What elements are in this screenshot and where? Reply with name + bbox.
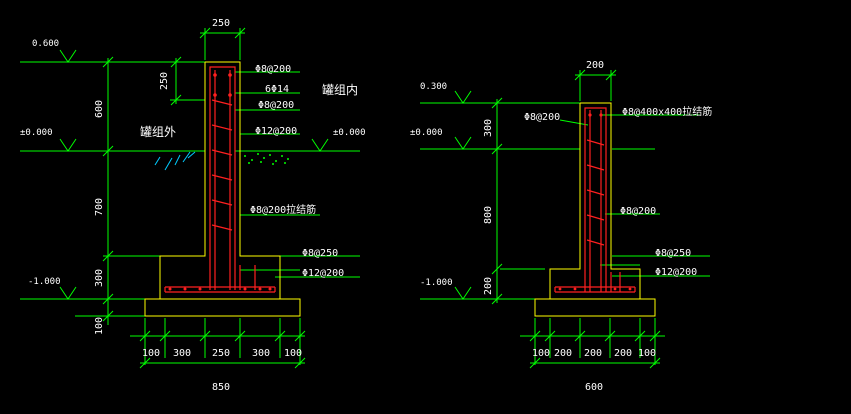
right-outline: [534, 102, 656, 317]
right-level-ground: ±0.000: [410, 128, 443, 138]
right-dim-bottom-2: 200: [554, 348, 572, 359]
right-dim-footing: 200: [483, 277, 494, 295]
left-dim-cap: 250: [159, 72, 170, 90]
left-soil-hatch: [154, 151, 196, 171]
left-label-r7: Φ12@200: [302, 268, 344, 279]
right-label-r4: Φ8@250: [655, 248, 691, 259]
left-dim-bottom-5: 100: [284, 348, 302, 359]
left-label-r5: Φ8@200拉结筋: [250, 203, 316, 216]
right-rebar: [554, 107, 636, 293]
left-dim-bottom-1: 100: [142, 348, 160, 359]
left-level-ground-right: ±0.000: [333, 128, 366, 138]
left-dim-bottom-2: 300: [173, 348, 191, 359]
right-level-top: 0.300: [420, 82, 447, 92]
right-label-r2: Φ8@200: [524, 112, 560, 123]
left-label-r4: Φ12@200: [255, 126, 297, 137]
left-soil-dots: [244, 153, 289, 165]
left-dim-middle: 700: [94, 198, 105, 216]
left-level-ground: ±0.000: [20, 128, 53, 138]
left-dim-total: 850: [212, 382, 230, 393]
left-rebar: [164, 66, 276, 293]
left-outline: [144, 61, 301, 317]
left-label-r3: Φ8@200: [258, 100, 294, 111]
left-rebar-dots: [168, 73, 272, 291]
right-dim-bottom-3: 200: [584, 348, 602, 359]
right-rebar-dots: [558, 113, 632, 291]
left-level-top: 0.600: [32, 39, 59, 49]
right-label-r3: Φ8@200: [620, 206, 656, 217]
left-level-bottom: -1.000: [28, 277, 61, 287]
left-label-r2: 6Φ14: [265, 84, 289, 95]
left-dim-bottom-3: 250: [212, 348, 230, 359]
right-label-r1: Φ8@400x400拉结筋: [622, 105, 712, 118]
right-label-r5: Φ12@200: [655, 267, 697, 278]
right-dim-width: 200: [586, 60, 604, 71]
right-dim-total: 600: [585, 382, 603, 393]
left-label-r6: Φ8@250: [302, 248, 338, 259]
right-level-lines: [420, 69, 710, 369]
left-dim-width: 250: [212, 18, 230, 29]
left-label-outside: 罐组外: [140, 125, 176, 139]
right-dim-bottom-5: 100: [638, 348, 656, 359]
right-dim-upper: 300: [483, 119, 494, 137]
left-section: 0.600 ±0.000 ±0.000 -1.000 250 250 600 7…: [20, 18, 366, 393]
left-label-inside: 罐组内: [322, 83, 358, 97]
right-level-bottom: -1.000: [420, 278, 453, 288]
left-level-lines: [20, 27, 360, 369]
left-dim-upper: 600: [94, 100, 105, 118]
left-dim-bottom-4: 300: [252, 348, 270, 359]
right-dim-bottom-1: 100: [532, 348, 550, 359]
left-dim-pad: 100: [94, 317, 105, 335]
right-dim-bottom-4: 200: [614, 348, 632, 359]
right-section: 0.300 ±0.000 -1.000 200 300 800 200 100 …: [410, 60, 712, 393]
left-dim-footing: 300: [94, 269, 105, 287]
right-dim-middle: 800: [483, 206, 494, 224]
left-label-r1: Φ8@200: [255, 64, 291, 75]
